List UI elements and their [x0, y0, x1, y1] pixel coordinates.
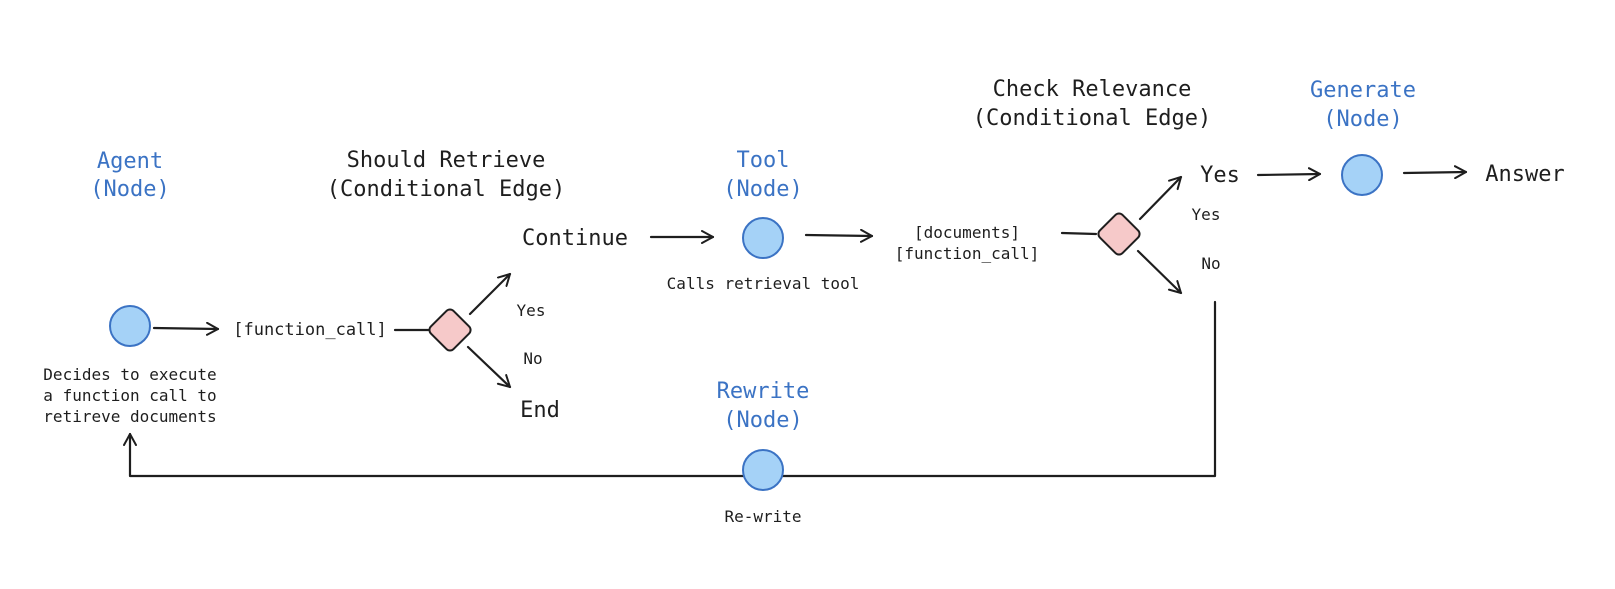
should-retrieve-no-label: No: [523, 349, 542, 368]
agent-node: [109, 305, 151, 347]
function-call-label-2: [function_call]: [895, 244, 1040, 263]
should-retrieve-subtitle: (Conditional Edge): [327, 177, 565, 202]
tool-node: [742, 217, 784, 259]
agent-description-line-3: retireve documents: [43, 407, 216, 426]
yes-outcome-label: Yes: [1200, 163, 1240, 188]
function-call-label: [function_call]: [233, 320, 387, 340]
rewrite-description: Re-write: [724, 507, 801, 526]
tool-node-title: Tool: [737, 148, 790, 173]
agent-to-function-call-arrow: [152, 321, 220, 336]
should-retrieve-yes-label: Yes: [517, 301, 546, 320]
check-relevance-diamond: [1097, 212, 1141, 256]
check-relevance-no-arrow: [1136, 249, 1183, 295]
agent-node-title: Agent: [97, 149, 163, 174]
rewrite-node: [742, 449, 784, 491]
check-relevance-yes-arrow: [1138, 175, 1183, 221]
check-relevance-no-label: No: [1201, 254, 1220, 273]
rewrite-node-title: Rewrite: [717, 379, 810, 404]
rewrite-loop-arrow: [123, 300, 1217, 478]
should-retrieve-diamond: [428, 308, 472, 352]
generate-node-title: Generate: [1310, 78, 1416, 103]
documents-label: [documents]: [914, 223, 1020, 242]
should-retrieve-yes-arrow: [468, 272, 512, 316]
yes-to-generate-arrow: [1256, 167, 1322, 182]
rewrite-node-subtitle: (Node): [723, 408, 802, 433]
check-relevance-yes-label: Yes: [1192, 205, 1221, 224]
continue-label: Continue: [522, 226, 628, 251]
tool-to-documents-arrow: [804, 228, 874, 243]
agent-node-subtitle: (Node): [90, 177, 169, 202]
should-retrieve-no-arrow: [466, 345, 512, 389]
answer-label: Answer: [1485, 162, 1564, 187]
check-relevance-title: Check Relevance: [993, 77, 1192, 102]
documents-to-decision-line: [1060, 231, 1098, 236]
should-retrieve-title: Should Retrieve: [347, 148, 546, 173]
generate-node-subtitle: (Node): [1323, 107, 1402, 132]
generate-to-answer-arrow: [1402, 165, 1468, 180]
end-label: End: [520, 398, 560, 423]
check-relevance-subtitle: (Conditional Edge): [973, 106, 1211, 131]
tool-node-subtitle: (Node): [723, 177, 802, 202]
generate-node: [1341, 154, 1383, 196]
agent-description-line-1: Decides to execute: [43, 365, 216, 384]
tool-description: Calls retrieval tool: [667, 274, 860, 293]
agent-description-line-2: a function call to: [43, 386, 216, 405]
